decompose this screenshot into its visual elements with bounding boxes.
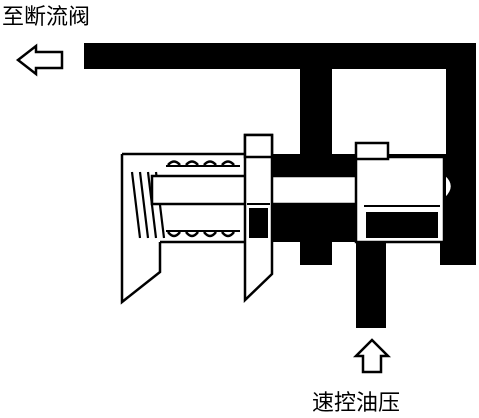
arrow-left-icon (15, 43, 64, 77)
right-land-cap (354, 141, 390, 161)
right-end-stop (445, 174, 454, 199)
spring (130, 160, 240, 239)
spring-chamber-wall (120, 154, 162, 305)
left-land-seal (249, 208, 268, 238)
arrow-up-icon (352, 338, 392, 374)
right-return-passage (440, 242, 476, 265)
top-passage (84, 43, 476, 69)
right-land-seal (366, 212, 438, 238)
inlet-label: 速控油压 (312, 391, 400, 416)
outlet-label: 至断流阀 (2, 5, 90, 30)
left-land-cap (243, 133, 274, 159)
drain-passage (300, 242, 332, 265)
inlet-passage (356, 242, 386, 328)
